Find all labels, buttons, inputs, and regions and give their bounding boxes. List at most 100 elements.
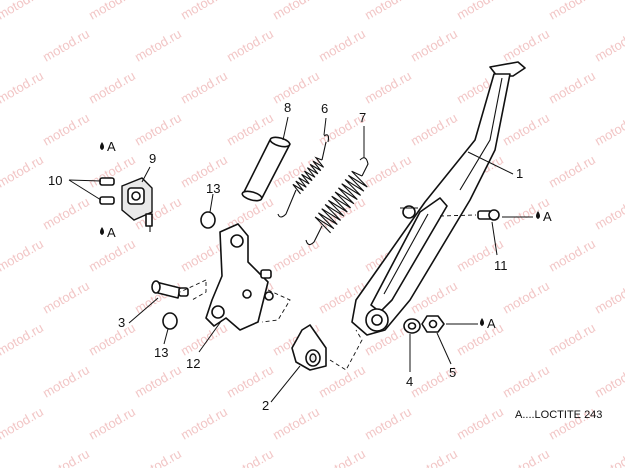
- side-stand: [351, 61, 526, 336]
- large-spring: [305, 157, 369, 246]
- watermark-text: motod.ru: [86, 0, 138, 23]
- watermark-text: motod.ru: [500, 362, 552, 401]
- watermark-text: motod.ru: [0, 0, 46, 23]
- adhesive-markers: A A A A: [100, 139, 552, 331]
- drop-icon: A: [100, 225, 116, 240]
- watermark-text: motod.ru: [132, 110, 184, 149]
- watermark-text: motod.ru: [40, 194, 92, 233]
- watermark-text: motod.ru: [0, 320, 46, 359]
- watermark-text: motod.ru: [270, 0, 322, 23]
- callout-6: 6: [321, 101, 328, 116]
- watermark-text: motod.ru: [362, 404, 414, 443]
- assembly-lines: [179, 214, 477, 371]
- watermark-text: motod.ru: [270, 404, 322, 443]
- callout-10: 10: [48, 173, 62, 188]
- watermark-text: motod.ru: [592, 278, 625, 317]
- screws: [99, 177, 115, 205]
- watermark-text: motod.ru: [362, 152, 414, 191]
- washer-lower: [162, 312, 178, 330]
- svg-text:A: A: [107, 139, 116, 154]
- watermark-text: motod.ru: [132, 26, 184, 65]
- watermark-text: motod.ru: [454, 404, 506, 443]
- watermark-text: motod.ru: [316, 446, 368, 468]
- watermark-text: motod.ru: [132, 362, 184, 401]
- watermark-text: motod.ru: [0, 236, 46, 275]
- callout-11: 11: [494, 258, 508, 273]
- watermark-text: motod.ru: [546, 236, 598, 275]
- watermark-text: motod.ru: [270, 68, 322, 107]
- watermark-text: motod.ru: [40, 110, 92, 149]
- bracket: [291, 324, 327, 371]
- loctite-legend: A....LOCTITE 243: [515, 409, 602, 421]
- watermark-text: motod.ru: [40, 278, 92, 317]
- watermark-text: motod.ru: [224, 26, 276, 65]
- watermark-text: motod.ru: [546, 0, 598, 23]
- leader-lines: [68, 116, 533, 403]
- small-spring: [277, 134, 330, 218]
- watermark-text: motod.ru: [408, 26, 460, 65]
- watermark-text: motod.ru: [500, 446, 552, 468]
- watermark-text: motod.ru: [0, 68, 46, 107]
- watermark-text: motod.ru: [0, 404, 46, 443]
- watermark-text: motod.ru: [178, 404, 230, 443]
- watermark-text: motod.ru: [408, 446, 460, 468]
- watermark-text: motod.ru: [40, 362, 92, 401]
- callout-9: 9: [149, 151, 156, 166]
- watermark-text: motod.ru: [178, 152, 230, 191]
- plate: [205, 223, 274, 331]
- watermark-text: motod.ru: [454, 0, 506, 23]
- callout-8: 8: [284, 100, 291, 115]
- watermark-text: motod.ru: [546, 68, 598, 107]
- watermark-text: motod.ru: [224, 446, 276, 468]
- watermark-text: motod.ru: [500, 26, 552, 65]
- watermark-text: motod.ru: [316, 26, 368, 65]
- watermark-text: motod.ru: [86, 320, 138, 359]
- watermark-text: motod.ru: [178, 0, 230, 23]
- callout-3: 3: [118, 315, 125, 330]
- watermark-text: motod.ru: [500, 110, 552, 149]
- callout-5: 5: [449, 365, 456, 380]
- watermark-text: motod.ru: [86, 404, 138, 443]
- washer-upper: [200, 211, 216, 229]
- drop-icon: A: [100, 139, 116, 154]
- watermark-text: motod.ru: [362, 68, 414, 107]
- pivot-bolt: [477, 209, 500, 221]
- watermark-text: motod.ru: [40, 26, 92, 65]
- watermark-text: motod.ru: [500, 278, 552, 317]
- callout-1: 1: [516, 166, 523, 181]
- watermark-text: motod.ru: [592, 26, 625, 65]
- svg-text:A: A: [487, 316, 496, 331]
- pin: [151, 280, 189, 299]
- callout-4: 4: [406, 374, 413, 389]
- watermark-text: motod.ru: [132, 446, 184, 468]
- watermark-text: motod.ru: [546, 152, 598, 191]
- callout-2: 2: [262, 398, 269, 413]
- watermark-text: motod.ru: [86, 68, 138, 107]
- watermark-text: motod.ru: [0, 152, 46, 191]
- watermark-text: motod.ru: [362, 0, 414, 23]
- watermark-text: motod.ru: [408, 110, 460, 149]
- callout-13-lower: 13: [154, 345, 168, 360]
- callout-labels: 1 2 3 4 5 6 7 8 9 10 11 12 13 13: [48, 100, 523, 413]
- washer: [403, 318, 421, 334]
- watermark-text: motod.ru: [178, 68, 230, 107]
- watermark-text: motod.ru: [592, 194, 625, 233]
- drop-icon: A: [480, 316, 496, 331]
- watermark-text: motod.ru: [454, 320, 506, 359]
- watermark-text: motod.ru: [592, 362, 625, 401]
- watermark-text: motod.ru: [86, 236, 138, 275]
- callout-13-upper: 13: [206, 181, 220, 196]
- watermark-text: motod.ru: [546, 320, 598, 359]
- callout-12: 12: [186, 356, 200, 371]
- watermark-text: motod.ru: [592, 110, 625, 149]
- svg-text:A: A: [107, 225, 116, 240]
- callout-7: 7: [359, 110, 366, 125]
- switch: [121, 177, 153, 232]
- watermark-text: motod.ru: [178, 320, 230, 359]
- spacer: [241, 136, 291, 202]
- watermark-text: motod.ru: [592, 446, 625, 468]
- svg-text:A: A: [543, 209, 552, 224]
